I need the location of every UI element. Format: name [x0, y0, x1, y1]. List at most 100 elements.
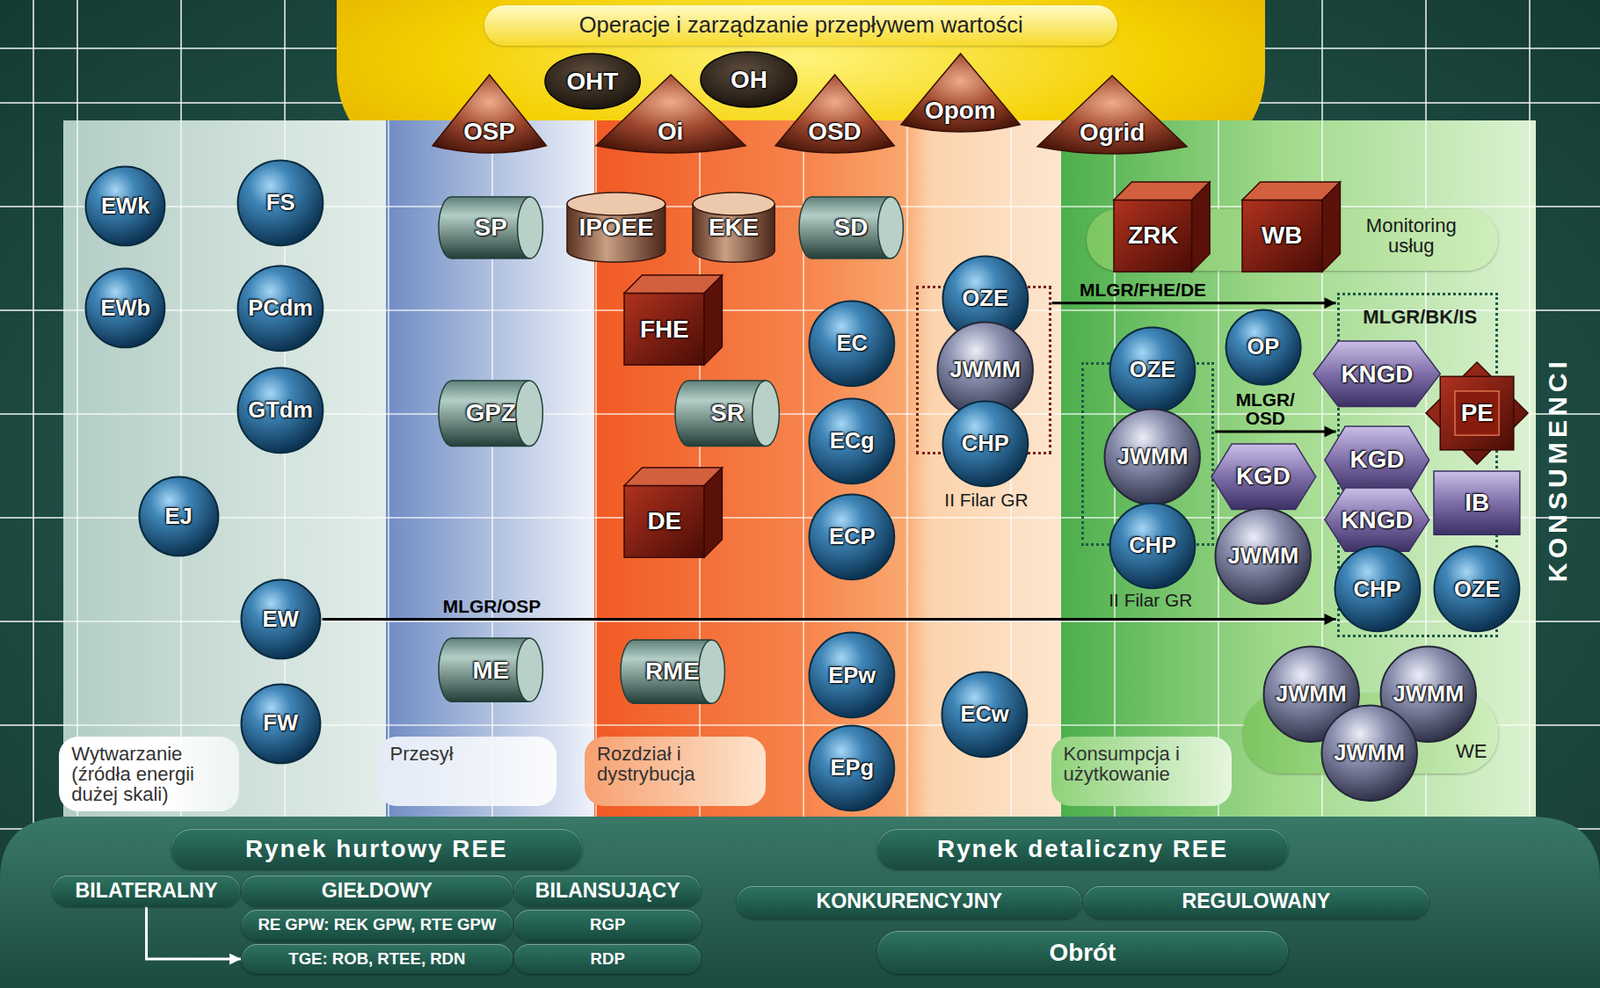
entity-sphere: FW — [240, 683, 322, 765]
operator-cone: OSD — [773, 73, 896, 156]
shape-part — [238, 160, 324, 247]
operator-ellipse: OH — [699, 50, 798, 109]
node-label: GPZ — [465, 400, 517, 426]
shape-part — [86, 269, 166, 349]
shape-part — [517, 196, 544, 259]
market-hexagon: KGD — [1210, 443, 1317, 511]
shape-part — [1433, 471, 1520, 535]
side-label: KONSUMENCI — [1544, 356, 1571, 582]
device-cylinder: GPZ — [438, 379, 543, 448]
shape-part — [1322, 181, 1340, 272]
group-label: MLGR/BK/IS — [1339, 306, 1501, 328]
group-label: WE — [1447, 741, 1497, 762]
label-holder: Wytwarzanie (źródła energii dużej skali) — [58, 736, 239, 812]
shape-part — [809, 398, 895, 484]
device-cylinder: ME — [438, 637, 543, 703]
market-hexagon: KNGD — [1323, 487, 1431, 553]
market-pill: Obrót — [877, 930, 1288, 975]
shape-part — [1225, 309, 1301, 385]
shape-part — [545, 53, 640, 110]
operator-cone: OSP — [430, 73, 548, 156]
node-label: FW — [262, 712, 299, 735]
market-pill: RDP — [514, 944, 701, 975]
entity-sphere: CHP — [941, 400, 1030, 488]
shape-part — [238, 265, 324, 351]
node-label: Ogrid — [1079, 120, 1145, 146]
node-label: BILATERALNY — [75, 880, 219, 902]
shape-part — [942, 400, 1028, 487]
flow-arrow — [146, 907, 242, 960]
node-label: KONKURENCYJNY — [815, 891, 1002, 912]
label-holder: WE — [1447, 741, 1497, 762]
edge-label: MLGR/FHE/DE — [1079, 281, 1207, 300]
shape-part — [877, 196, 903, 259]
node-label: RGP — [589, 916, 626, 934]
node-label: JWMM — [1117, 445, 1189, 469]
value-chain-region: Konsumpcja i użytkowanieMonitoring usług… — [1061, 120, 1536, 817]
node-label: JWMM — [1275, 683, 1347, 706]
register-cylinder: IPOEE — [566, 191, 667, 263]
shape-part — [1324, 487, 1430, 552]
shape-part — [1313, 341, 1440, 408]
node-label: SR — [710, 400, 745, 426]
market-panel — [0, 816, 1600, 988]
function-cube: WB — [1242, 181, 1340, 272]
label-holder: Konsumpcja i użytkowanie — [1051, 736, 1232, 807]
flow-arrow — [1052, 301, 1337, 305]
edge-label: MLGR/ OSD — [1236, 391, 1295, 429]
node-label: PCdm — [247, 297, 313, 320]
region-label: Konsumpcja i użytkowanie — [1051, 736, 1232, 807]
market-pill: REGULOWANY — [1083, 886, 1429, 919]
node-label: EWb — [100, 297, 151, 320]
entity-sphere: EC — [807, 299, 896, 388]
shape-part — [1242, 199, 1323, 272]
shape-part — [775, 74, 895, 153]
node-label: EPw — [828, 664, 876, 688]
entity-sphere: OP — [1224, 308, 1302, 386]
node-label: OZE — [1129, 358, 1176, 382]
node-label: CHP — [961, 432, 1010, 456]
label-holder: Monitoring usług — [1348, 215, 1474, 256]
shape-part — [1110, 327, 1196, 413]
node-label: ZRK — [1127, 223, 1179, 248]
market-pill: KONKURENCYJNY — [736, 886, 1082, 919]
shape-part — [1324, 426, 1430, 495]
entity-sphere: EW — [240, 578, 322, 661]
shape-part — [1434, 546, 1520, 633]
market-pill: GIEŁDOWY — [241, 875, 513, 907]
shape-part — [700, 51, 797, 108]
node-label: ECw — [960, 703, 1009, 727]
node-label: KNGD — [1340, 362, 1413, 387]
flow-arrow — [1214, 429, 1336, 433]
node-label: EPg — [829, 756, 874, 780]
shape-part — [809, 494, 895, 580]
market-pill: RGP — [514, 909, 701, 941]
device-cylinder: SD — [799, 196, 903, 260]
node-label: JWMM — [1333, 741, 1405, 765]
market-pill: BILATERALNY — [52, 875, 240, 907]
shape-part — [1110, 502, 1196, 589]
label-holder: II Filar GR — [918, 490, 1054, 510]
service-band: WEJWMMJWMMJWMM — [1243, 693, 1499, 774]
node-label: GTdm — [247, 399, 313, 422]
interface-square: IB — [1432, 470, 1521, 536]
entity-sphere: CHP — [1108, 501, 1197, 590]
shape-part — [1037, 75, 1187, 154]
shape-part — [1454, 391, 1499, 436]
shape-part — [1113, 199, 1193, 272]
node-label: SP — [474, 215, 508, 240]
node-label: EJ — [164, 505, 192, 529]
market-pill: Rynek detaliczny REE — [877, 829, 1288, 870]
service-band: Monitoring usług ZRK WB — [1086, 209, 1499, 271]
entity-sphere: CHP — [1333, 545, 1422, 633]
market-hexagon: KNGD — [1312, 340, 1441, 408]
node-label: WB — [1261, 223, 1302, 248]
node-label: OZE — [962, 287, 1009, 311]
node-label: RME — [645, 659, 700, 684]
value-chain-region: Wytwarzanie (źródła energii dużej skali)… — [63, 120, 386, 817]
label-holder: Przesył — [377, 736, 556, 807]
dotted-group: II Filar GROZEJWMMCHP — [1081, 362, 1215, 546]
energy-star: PE — [1425, 362, 1528, 465]
function-cube: FHE — [624, 275, 722, 365]
